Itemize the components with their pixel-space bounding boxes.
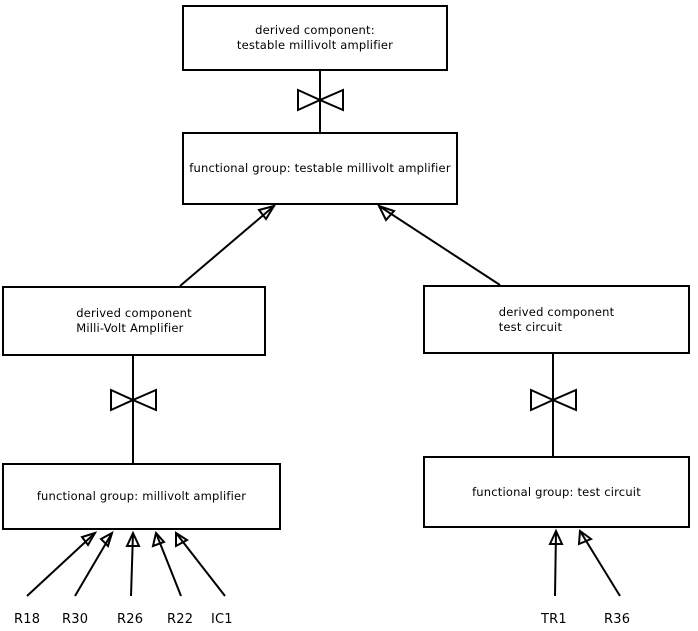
arrow-r18 [26,531,98,597]
arrow-r22 [151,530,182,597]
node-derived-test-circuit[interactable]: derived component test circuit [423,285,690,354]
arrow-r26 [125,530,141,597]
node-label: derived component test circuit [498,304,615,334]
leaf-label-ic1: IC1 [211,612,233,627]
node-label: derived component: testable millivolt am… [236,23,394,52]
leaf-label-r26: R26 [117,612,144,627]
arrow-ic1 [175,531,226,597]
arrow-r30 [74,530,114,597]
node-label: functional group: test circuit [472,484,641,499]
leaf-label-r36: R36 [604,612,631,627]
leaf-label-r18: R18 [14,612,41,627]
node-fg-millivolt-amplifier[interactable]: functional group: millivolt amplifier [2,463,281,530]
node-fg-testable-millivolt-amplifier[interactable]: functional group: testable millivolt amp… [182,132,458,205]
bowtie-link-right [530,354,577,456]
node-label: derived component Milli-Volt Amplifier [76,306,192,335]
bowtie-link-left [110,356,157,463]
arrow-r36 [577,529,621,597]
leaf-label-r22: R22 [167,612,194,627]
node-derived-testable-millivolt-amplifier[interactable]: derived component: testable millivolt am… [182,5,448,71]
arrow-mv-to-testable [179,204,277,287]
bowtie-link-top [297,71,344,132]
node-fg-test-circuit[interactable]: functional group: test circuit [423,456,690,528]
leaf-label-tr1: TR1 [541,612,567,627]
node-label: functional group: millivolt amplifier [36,489,247,503]
leaf-label-r30: R30 [62,612,89,627]
arrow-tr1 [548,528,564,597]
node-derived-milli-volt-amplifier[interactable]: derived component Milli-Volt Amplifier [2,286,266,356]
node-label: functional group: testable millivolt amp… [189,161,451,175]
arrow-test-to-testable [377,204,501,286]
